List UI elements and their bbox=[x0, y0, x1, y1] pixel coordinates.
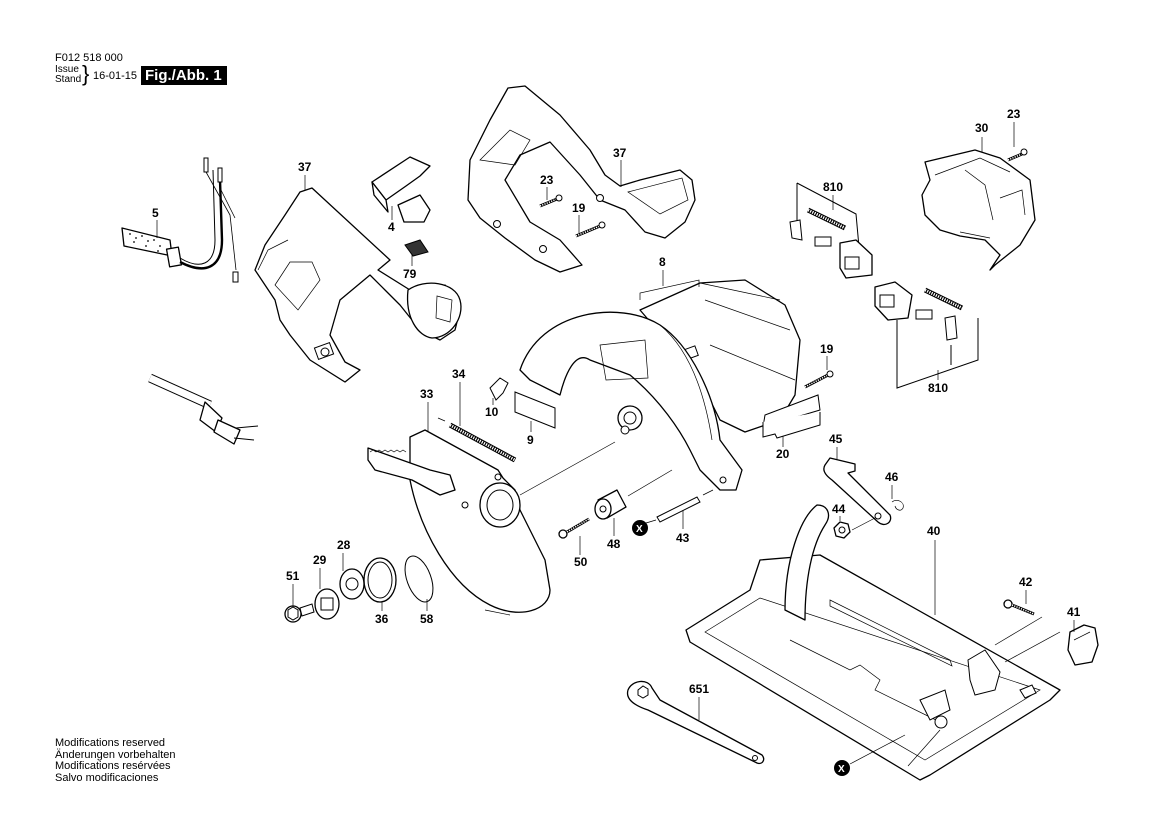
callout-43[interactable]: 43 bbox=[676, 531, 690, 545]
callout-10[interactable]: 10 bbox=[485, 405, 499, 419]
issue-label: Issue bbox=[55, 64, 79, 75]
leader-screw42-axis bbox=[994, 616, 1043, 646]
marker-x-bottom: X bbox=[834, 760, 850, 776]
callout-34[interactable]: 34 bbox=[452, 367, 466, 381]
leader-8 bbox=[639, 279, 700, 300]
part-label-20[interactable] bbox=[762, 394, 821, 439]
leader-nut-axis bbox=[851, 517, 876, 531]
callout-50[interactable]: 50 bbox=[574, 555, 588, 569]
part-clip-46[interactable] bbox=[891, 500, 904, 511]
marker-x-bottom-label: X bbox=[838, 764, 845, 775]
part-washer-29[interactable] bbox=[314, 588, 340, 620]
part-spring[interactable] bbox=[437, 417, 517, 463]
part-flange-28[interactable] bbox=[339, 568, 365, 600]
callout-4[interactable]: 4 bbox=[388, 220, 395, 234]
callout-9[interactable]: 9 bbox=[527, 433, 534, 447]
callout-44[interactable]: 44 bbox=[832, 502, 846, 516]
footer-line-es: Salvo modificaciones bbox=[55, 771, 159, 784]
callout-29[interactable]: 29 bbox=[313, 553, 327, 567]
callout-48[interactable]: 48 bbox=[607, 537, 621, 551]
part-knob-41[interactable] bbox=[1067, 624, 1099, 666]
callout-23a[interactable]: 23 bbox=[540, 173, 554, 187]
callout-810a[interactable]: 810 bbox=[823, 180, 843, 194]
part-screw-42[interactable] bbox=[1003, 599, 1035, 616]
part-pin-43[interactable] bbox=[656, 496, 701, 523]
callout-40[interactable]: 40 bbox=[927, 524, 941, 538]
footer-line-en: Modifications reserved bbox=[55, 737, 166, 749]
marker-x-top-label: X bbox=[636, 524, 643, 535]
part-brush-set-b[interactable] bbox=[874, 281, 979, 389]
part-number: F012 518 000 bbox=[55, 52, 123, 64]
leader-x2b bbox=[849, 734, 906, 765]
part-switch[interactable] bbox=[371, 156, 431, 223]
part-screw-19b[interactable] bbox=[804, 370, 834, 389]
issue-stand-label: Issue Stand bbox=[55, 65, 81, 85]
callout-810b[interactable]: 810 bbox=[928, 381, 948, 395]
callout-36[interactable]: 36 bbox=[375, 612, 389, 626]
part-oring-58[interactable] bbox=[400, 552, 439, 605]
callout-5[interactable]: 5 bbox=[152, 206, 159, 220]
leader-guard-axis bbox=[519, 441, 616, 496]
marker-x-top: X bbox=[632, 520, 648, 536]
part-wrench-651[interactable] bbox=[626, 680, 765, 765]
part-spacer-48[interactable] bbox=[594, 489, 627, 520]
part-pad[interactable] bbox=[404, 239, 429, 257]
callout-28[interactable]: 28 bbox=[337, 538, 351, 552]
callout-19a[interactable]: 19 bbox=[572, 201, 586, 215]
figure-badge: Fig./Abb. 1 bbox=[141, 66, 227, 85]
part-motor-housing[interactable] bbox=[519, 279, 801, 491]
callout-58[interactable]: 58 bbox=[420, 612, 434, 626]
leader-spacer-axis bbox=[627, 469, 673, 497]
callout-651[interactable]: 651 bbox=[689, 682, 709, 696]
leader-x2 bbox=[907, 729, 941, 767]
part-motor-cover[interactable] bbox=[921, 149, 1036, 271]
callout-41[interactable]: 41 bbox=[1067, 605, 1081, 619]
part-nut-44[interactable] bbox=[833, 521, 851, 539]
callout-30[interactable]: 30 bbox=[975, 121, 989, 135]
callout-51[interactable]: 51 bbox=[286, 569, 300, 583]
callout-8[interactable]: 8 bbox=[659, 255, 666, 269]
callout-23b[interactable]: 23 bbox=[1007, 107, 1021, 121]
leader-pin-axis bbox=[702, 489, 714, 496]
part-base-plate[interactable] bbox=[685, 504, 1061, 781]
callout-46[interactable]: 46 bbox=[885, 470, 899, 484]
footer-line-de: Änderungen vorbehalten bbox=[55, 748, 176, 761]
callout-37b[interactable]: 37 bbox=[613, 146, 627, 160]
part-lower-guard[interactable] bbox=[367, 429, 551, 616]
stand-label: Stand bbox=[55, 74, 82, 85]
part-screw-50[interactable] bbox=[558, 517, 590, 539]
part-screw-23a[interactable] bbox=[539, 194, 563, 208]
part-label-9[interactable] bbox=[514, 391, 556, 429]
brace: } bbox=[82, 61, 90, 86]
part-screw-23b[interactable] bbox=[1007, 148, 1028, 162]
leader-x1 bbox=[645, 519, 657, 524]
part-screw-19a[interactable] bbox=[575, 221, 606, 238]
callout-79[interactable]: 79 bbox=[403, 267, 417, 281]
part-handle-right[interactable] bbox=[467, 85, 696, 273]
part-handle-left[interactable] bbox=[254, 187, 462, 383]
callout-33[interactable]: 33 bbox=[420, 387, 434, 401]
part-brush-set-a[interactable] bbox=[789, 182, 873, 279]
part-label-10[interactable] bbox=[489, 377, 509, 401]
callout-19b[interactable]: 19 bbox=[820, 342, 834, 356]
issue-date: 16-01-15 bbox=[93, 70, 138, 82]
part-ring-36[interactable] bbox=[363, 557, 397, 603]
part-bolt-51[interactable] bbox=[284, 603, 315, 623]
footer-notice: Modifications reserved Änderungen vorbeh… bbox=[55, 737, 176, 784]
callout-20[interactable]: 20 bbox=[776, 447, 790, 461]
callout-45[interactable]: 45 bbox=[829, 432, 843, 446]
part-lever-45[interactable] bbox=[823, 457, 892, 526]
leader-knob-axis bbox=[1004, 631, 1061, 663]
footer-line-fr: Modifications resérvées bbox=[55, 760, 171, 772]
part-power-cord[interactable] bbox=[48, 157, 259, 445]
callout-37a[interactable]: 37 bbox=[298, 160, 312, 174]
callout-42[interactable]: 42 bbox=[1019, 575, 1033, 589]
